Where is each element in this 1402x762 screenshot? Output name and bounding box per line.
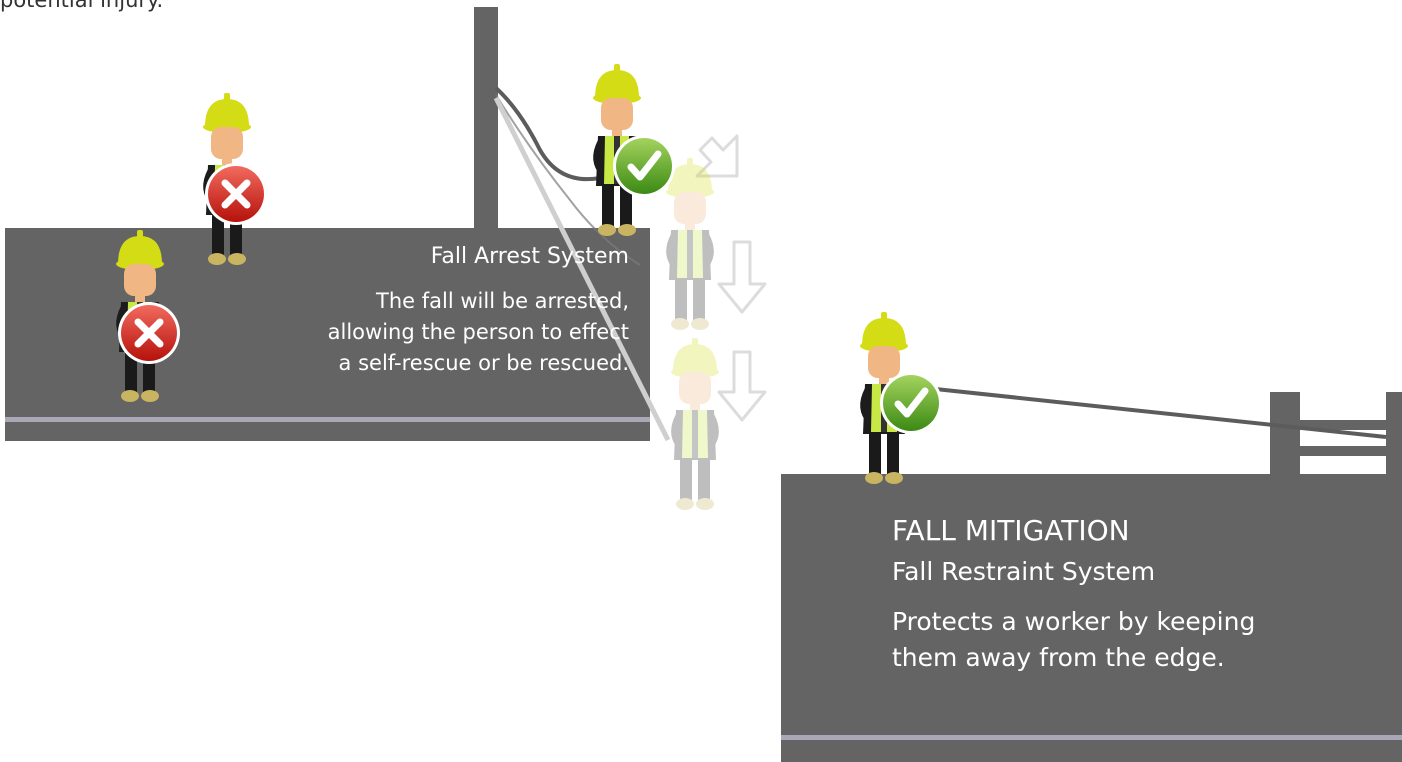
guardrail <box>1270 392 1402 475</box>
arrest-description-line: a self-rescue or be rescued. <box>338 351 629 375</box>
fall-arrow-icon <box>717 240 767 314</box>
arrest-description-line: allowing the person to effect <box>327 320 629 344</box>
arrest-description: The fall will be arrested, allowing the … <box>328 286 629 379</box>
cross-badge-icon <box>118 302 180 364</box>
restraint-title: Fall Restraint System <box>892 557 1156 586</box>
fall-arrow-icon <box>717 350 767 422</box>
fall-arrow-icon <box>695 134 739 178</box>
check-badge-icon <box>880 372 942 434</box>
restraint-description-line: them away from the edge. <box>892 643 1225 672</box>
arrest-title: Fall Arrest System <box>430 244 629 269</box>
arrest-platform <box>5 228 650 441</box>
restraint-description: Protects a worker by keeping them away f… <box>892 604 1255 676</box>
mitigation-heading: FALL MITIGATION <box>892 514 1130 547</box>
restraint-description-line: Protects a worker by keeping <box>892 607 1256 636</box>
arrest-platform-stripe <box>5 417 650 422</box>
falling-worker-ghost <box>666 158 714 330</box>
falling-worker-ghost <box>671 338 719 510</box>
lifeline <box>493 96 671 442</box>
cross-badge-icon <box>205 163 267 225</box>
anchor-pole <box>474 7 498 229</box>
restraint-platform-stripe <box>781 735 1402 740</box>
lanyard-slack-line <box>495 94 641 266</box>
top-caption-fragment: potential injury. <box>0 0 164 12</box>
restraint-line <box>925 386 1387 439</box>
check-badge-icon <box>613 135 675 197</box>
restraint-platform <box>781 474 1402 762</box>
arrest-description-line: The fall will be arrested, <box>376 289 629 313</box>
